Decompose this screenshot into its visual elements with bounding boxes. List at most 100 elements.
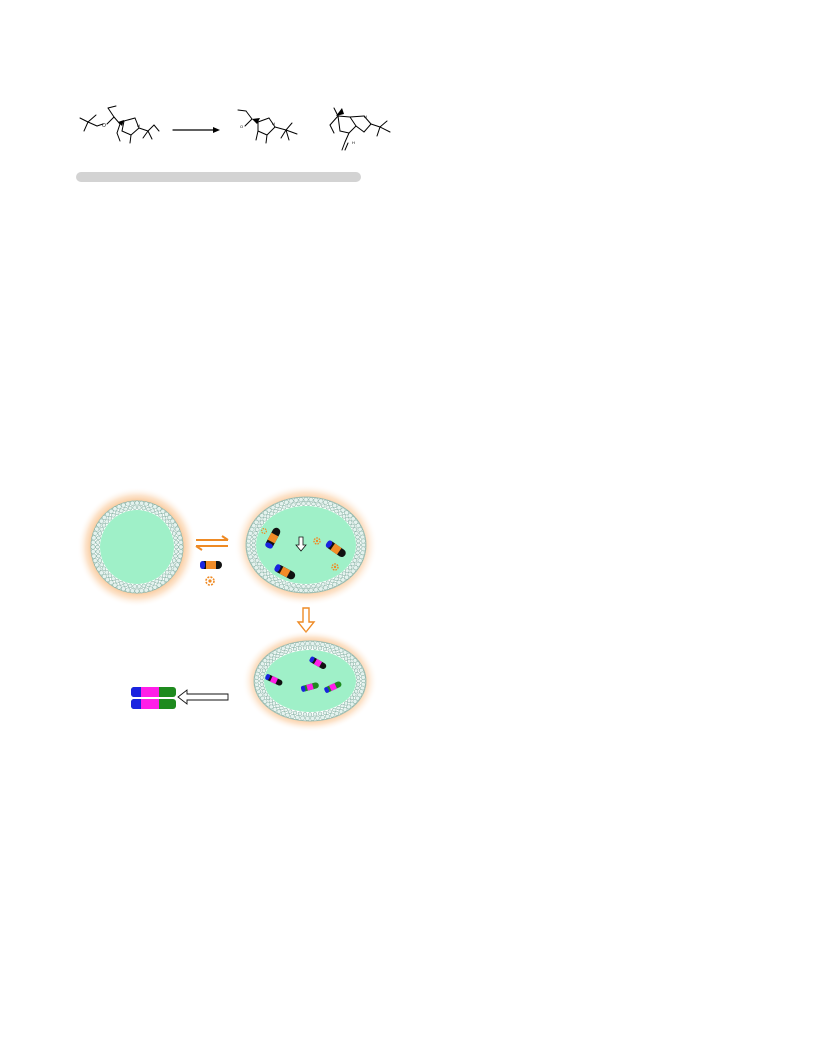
lipid-head	[352, 658, 358, 664]
lipid-head	[160, 508, 166, 514]
lipid-head	[298, 497, 304, 503]
lipid-head	[360, 538, 366, 544]
lipid-head	[143, 501, 149, 507]
lipid-head	[139, 588, 145, 594]
polymer-rod	[324, 681, 342, 693]
lipid-head	[349, 695, 355, 700]
lipid-head	[265, 514, 271, 519]
lipid-head	[311, 501, 316, 507]
lipid-head	[325, 505, 331, 510]
reaction-arrow	[172, 127, 220, 133]
lipid-head	[336, 705, 341, 711]
lipid-head	[268, 652, 274, 658]
lipid-head	[297, 646, 303, 651]
lipid-head	[252, 550, 257, 556]
lipid-head	[340, 653, 345, 659]
lipid-head	[167, 523, 173, 528]
lipid-head	[141, 583, 147, 589]
lipid-head	[315, 641, 320, 647]
lipid-head	[302, 645, 308, 650]
lipid-head	[257, 561, 262, 567]
lipid-head	[336, 651, 341, 657]
lipid-head	[349, 655, 355, 661]
lipid-head	[355, 671, 360, 677]
lipid-head	[174, 562, 180, 568]
lipid-head	[338, 574, 343, 579]
lipid-head	[355, 661, 360, 667]
lipid-head	[94, 526, 100, 532]
lipid-head	[312, 645, 318, 650]
lipid-head	[357, 692, 363, 698]
lipid-head	[146, 506, 151, 512]
lipid-head	[295, 642, 300, 647]
lipid-head	[315, 715, 320, 721]
lipid-head	[156, 582, 162, 588]
lipid-head	[95, 549, 100, 554]
lipid-head	[178, 539, 184, 545]
lipid-head	[317, 711, 323, 716]
lipid-head	[174, 544, 179, 550]
lipid-head	[344, 574, 350, 580]
lipid-head	[96, 522, 102, 528]
lipid-head	[355, 550, 360, 556]
caption-placeholder-bar	[76, 172, 361, 182]
lipid-head	[310, 641, 315, 646]
lipid-head	[246, 538, 252, 544]
lipid-head	[311, 583, 316, 589]
lipid-head	[305, 716, 310, 721]
lipid-head	[274, 581, 280, 587]
lipid-head	[101, 523, 107, 528]
lipid-head	[163, 511, 169, 517]
lipid-head	[327, 648, 332, 653]
lipid-head	[345, 568, 350, 573]
polymer-rod	[265, 674, 283, 686]
lipid-head	[277, 578, 282, 584]
lipid-head	[256, 568, 262, 574]
lipid-head	[174, 540, 179, 545]
lipid-head	[330, 506, 335, 512]
lipid-head	[95, 544, 100, 550]
lipid-head	[334, 711, 340, 716]
lipid-head	[129, 500, 135, 506]
lipid-head	[316, 502, 321, 507]
monomer-rod	[265, 527, 281, 549]
lipid-head	[338, 648, 344, 653]
lipid-head	[327, 583, 333, 589]
lipid-head	[170, 570, 176, 576]
molecule-starting-material: O H	[79, 105, 160, 144]
gear-icon	[313, 537, 321, 545]
lipid-head	[283, 585, 289, 591]
lipid-head	[283, 707, 288, 713]
lipid-head	[332, 503, 338, 509]
lipid-head	[152, 584, 158, 590]
lipid-head	[270, 579, 276, 585]
lipid-head	[291, 502, 296, 507]
lipid-head	[262, 510, 268, 516]
lipid-head	[263, 665, 268, 670]
lipid-head	[269, 511, 274, 516]
lipid-head	[323, 585, 329, 591]
lipid-head	[257, 523, 262, 529]
lipid-head	[123, 506, 128, 512]
lipid-head	[90, 539, 96, 545]
lipid-head	[98, 518, 104, 524]
lipid-head	[146, 582, 151, 588]
lipid-head	[325, 714, 330, 719]
lipid-head	[154, 578, 159, 584]
lipid-head	[350, 516, 356, 522]
lipid-head	[255, 558, 260, 563]
lipid-head	[125, 587, 131, 593]
lipid-head	[286, 503, 292, 509]
lipid-head	[268, 704, 274, 710]
lipid-head	[119, 508, 124, 513]
lipid-head	[340, 703, 345, 709]
lipid-head	[129, 588, 135, 594]
vesicle-loaded	[234, 484, 378, 606]
lipid-head	[297, 711, 303, 716]
lipid-head	[158, 513, 163, 518]
lipid-head	[352, 692, 357, 697]
lipid-head	[306, 584, 311, 589]
lipid-head	[269, 574, 274, 579]
lipid-head	[251, 523, 257, 529]
lipid-head	[251, 546, 256, 552]
